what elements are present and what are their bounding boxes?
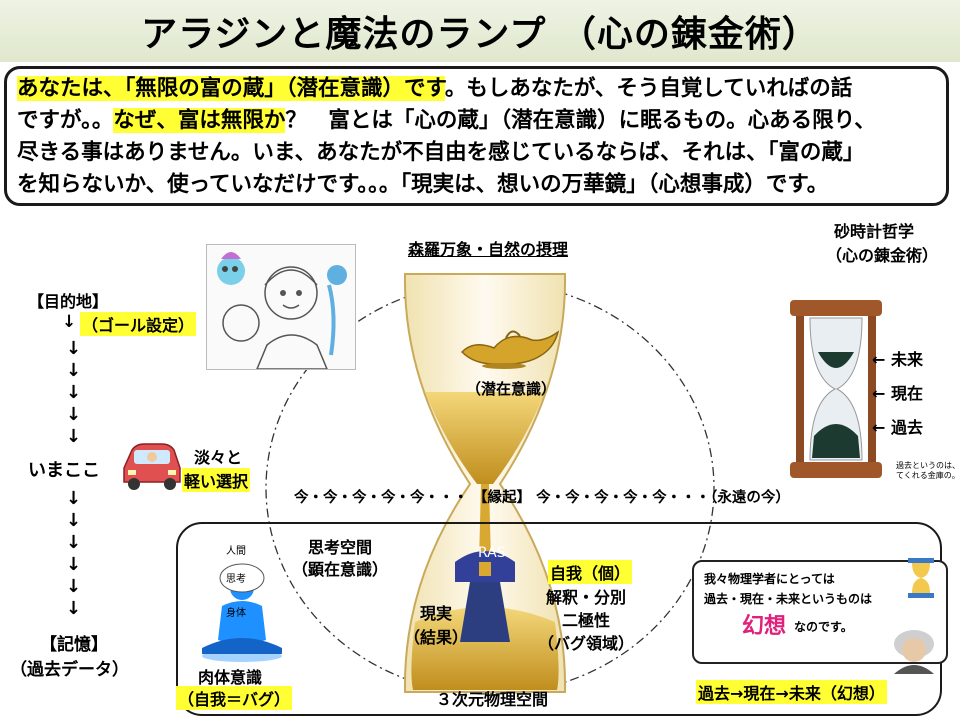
quote-line-1: 我々物理学者にとっては	[704, 572, 835, 586]
aladdin-drawing	[217, 252, 347, 370]
intro-line-2: ですが。。なぜ、富は無限か？ 富とは「心の蔵」（潜在意識）に眠るもの。心ある限り…	[17, 105, 936, 137]
quote-illusion: 幻想	[742, 614, 787, 639]
ras-label: RAS	[478, 545, 506, 561]
magic-lamp-icon	[460, 330, 560, 369]
calm-label: 淡々と	[194, 448, 243, 467]
intro-text-1b: 。もしあなたが、そう自覚していればの話	[444, 76, 853, 101]
caption-small-2: てくれる金庫の。	[896, 471, 960, 480]
present-label: ← 現在	[872, 384, 923, 403]
body-label: 身体	[226, 608, 246, 619]
page-title: アラジンと魔法のランプ （心の錬金術）	[141, 14, 819, 55]
timeline-illusion-label: 過去→現在→未来（幻想）	[696, 680, 887, 704]
human-label: 人間	[226, 546, 246, 557]
ego-interpretation: 解釈・分別	[546, 588, 627, 607]
ego-duality: 二極性	[562, 611, 611, 630]
arrow-down-icon: ↓	[66, 488, 82, 509]
future-label: ← 未来	[872, 350, 923, 369]
arrow-down-icon: ↓	[66, 382, 82, 403]
arrow-down-icon: ↓	[66, 426, 82, 447]
ego-bug-label: （自我＝バグ）	[176, 686, 293, 710]
hourglass-philosophy-subtitle: （心の錬金術）	[826, 246, 939, 265]
arrow-down-icon: ↓	[66, 338, 82, 359]
ego-label: 自我（個）	[548, 560, 633, 584]
light-choice-label: 軽い選択	[182, 468, 251, 492]
aladdin-illustration	[206, 244, 356, 370]
einstein-portrait	[894, 630, 934, 674]
physical-space-label: ３次元物理空間	[436, 690, 549, 709]
body-consciousness-label: 肉体意識	[198, 668, 263, 687]
arrow-stack-lower: ↓ ↓ ↓ ↓ ↓ ↓	[66, 488, 81, 620]
intro-highlight-2: なぜ、富は無限か	[113, 108, 286, 133]
thinking-label: 思考	[226, 574, 246, 585]
intro-text-2a: ですが。。	[17, 108, 114, 133]
destination-label: 【目的地】	[28, 292, 109, 311]
lamp-label: （潜在意識）	[466, 380, 557, 398]
arrow-down-icon: ↓	[66, 554, 82, 575]
intro-text-2b: ？ 富とは「心の蔵」（潜在意識）に眠るもの。心ある限り、	[285, 108, 876, 133]
reality-subtitle: （結果）	[404, 628, 469, 647]
goal-setting-label: （ゴール設定）	[80, 312, 197, 336]
arrow-stack-upper: ↓ ↓ ↓ ↓ ↓	[66, 338, 81, 448]
now-here-label: いまここ	[28, 460, 100, 481]
arrow-down-icon: ↓	[66, 510, 82, 531]
hourglass-illustration	[403, 273, 567, 693]
intro-highlight-1: あなたは、「無限の富の蔵」（潜在意識）です	[17, 76, 445, 101]
arrow-down-icon: ↓	[66, 360, 82, 381]
intro-line-1: あなたは、「無限の富の蔵」（潜在意識）です。もしあなたが、そう自覚していればの話	[17, 73, 936, 105]
past-label: ← 過去	[872, 418, 923, 437]
eternal-now-line: 今・今・今・今・今・・・ 【縁起】 今・今・今・今・今・・・（永遠の今）	[294, 490, 790, 506]
intro-line-4: を知らないか、使っていなだけです。。。「現実は、想いの万華鏡」（心想事成）です。	[17, 172, 829, 197]
intro-line-3: 尽きる事はありません。いま、あなたが不自由を感じているならば、それは、「富の蔵」	[17, 140, 865, 165]
title-bar: アラジンと魔法のランプ （心の錬金術）	[0, 0, 960, 62]
arrow-down-icon: ↓	[66, 598, 82, 619]
arrow-down-icon: ↓	[66, 576, 82, 597]
wooden-hourglass-icon	[790, 300, 882, 478]
thought-space-subtitle: （顕在意識）	[292, 560, 389, 579]
car-icon	[123, 443, 181, 490]
ego-bug-area: （バグ領域）	[538, 634, 635, 653]
thought-space-title: 思考空間	[308, 538, 373, 557]
arrow-down-icon: ↓	[66, 404, 82, 425]
caption-small-1: 過去というのは、	[896, 461, 960, 470]
past-data-label: （過去データ）	[10, 660, 129, 680]
arrow-down-icon: ↓	[62, 312, 77, 332]
small-hourglass-icon	[908, 558, 934, 598]
quote-suffix: なのです。	[794, 620, 853, 634]
reality-title: 現実	[420, 604, 453, 623]
arrow-down-icon: ↓	[66, 532, 82, 553]
nature-law-label: 森羅万象・自然の摂理	[408, 240, 569, 259]
meditating-body-icon	[202, 563, 282, 662]
hourglass-philosophy-title: 砂時計哲学	[834, 222, 915, 241]
memory-label: 【記憶】	[40, 635, 108, 655]
intro-box: あなたは、「無限の富の蔵」（潜在意識）です。もしあなたが、そう自覚していればの話…	[4, 66, 949, 206]
quote-line-2: 過去・現在・未来というものは	[704, 592, 873, 606]
